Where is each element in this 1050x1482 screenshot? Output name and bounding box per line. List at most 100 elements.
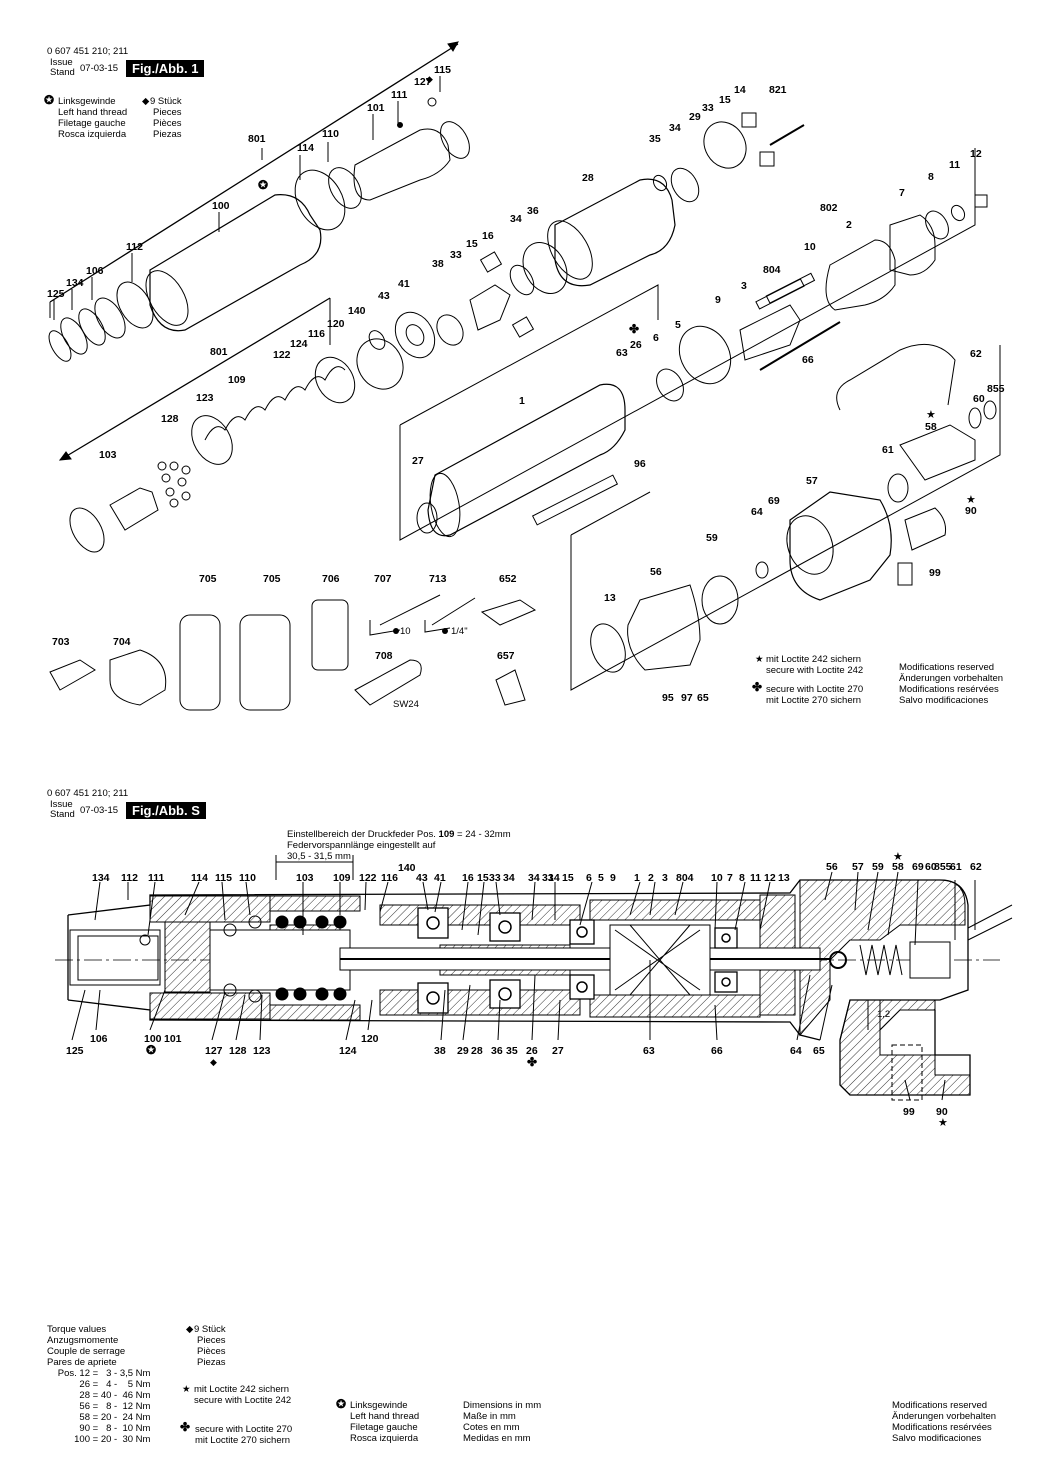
torque-value: = 8 - 12 Nm bbox=[90, 1401, 151, 1412]
part-label: 705 bbox=[199, 573, 217, 585]
loctite270-legend: ✤ secure with Loctite 270 mit Loctite 27… bbox=[180, 1420, 293, 1446]
part-label: 99 bbox=[903, 1106, 915, 1118]
left-thread-icon: ✪ bbox=[44, 93, 55, 107]
part-label: 110 bbox=[322, 128, 339, 140]
legend-text: Salvo modificaciones bbox=[899, 695, 989, 706]
part-label: 35 bbox=[506, 1045, 518, 1057]
part-label: 33 bbox=[702, 102, 714, 114]
torque-value: = 20 - 24 Nm bbox=[90, 1412, 151, 1423]
legend-text: secure with Loctite 242 bbox=[194, 1395, 292, 1406]
part-label: 60 bbox=[973, 393, 985, 405]
part-label: 125 bbox=[66, 1045, 84, 1057]
count-legend: ◆ 9 Stück Pieces Pièces Piezas bbox=[186, 1324, 226, 1368]
part-label: 106 bbox=[86, 265, 104, 277]
torque-pos: 28 bbox=[79, 1390, 90, 1401]
dimensions-note: Dimensions in mm Maße in mm Cotes en mm … bbox=[463, 1400, 541, 1444]
loctite270-legend: ✤ secure with Loctite 270 mit Loctite 27… bbox=[752, 681, 863, 706]
stand-label: Stand bbox=[50, 67, 75, 78]
diamond-icon: ◆ bbox=[186, 1324, 194, 1335]
part-label: 112 bbox=[121, 872, 138, 884]
torque-value: = 3 - 3,5 Nm bbox=[90, 1368, 151, 1379]
part-label: 57 bbox=[806, 475, 818, 487]
part-label: 110 bbox=[239, 872, 256, 884]
part-label: 26 bbox=[526, 1045, 538, 1057]
part-label: 14 bbox=[548, 872, 560, 884]
part-label: 26 bbox=[630, 339, 642, 351]
part-label: 62 bbox=[970, 861, 982, 873]
spring-note-text: 30,5 - 31,5 mm bbox=[287, 851, 351, 862]
part-number: 0 607 451 210; 211 bbox=[47, 788, 129, 799]
part-label: 120 bbox=[361, 1033, 379, 1045]
clover-icon: ✤ bbox=[180, 1420, 191, 1434]
star-icon: ★ bbox=[182, 1384, 191, 1395]
part-label: 101 bbox=[164, 1033, 182, 1045]
legend-text: Maße in mm bbox=[463, 1411, 516, 1422]
part-label: 134 bbox=[92, 872, 110, 884]
part-label: 10 bbox=[711, 872, 723, 884]
legend-text: Filetage gauche bbox=[350, 1422, 418, 1433]
legend-text: mit Loctite 242 sichern bbox=[766, 654, 862, 665]
part-label: 707 bbox=[374, 573, 392, 585]
part-label: 59 bbox=[872, 861, 884, 873]
part-label: 43 bbox=[416, 872, 428, 884]
legend-text: Pieces bbox=[197, 1335, 226, 1346]
dimension-value: 1,2 bbox=[877, 1009, 891, 1020]
part-label: 120 bbox=[327, 318, 345, 330]
legend-text: Left hand thread bbox=[58, 107, 128, 118]
part-label: 140 bbox=[398, 862, 416, 874]
legend-text: Rosca izquierda bbox=[350, 1433, 419, 1444]
part-label: 11 bbox=[949, 159, 961, 171]
part-label: 56 bbox=[650, 566, 662, 578]
part-label: 11 bbox=[750, 872, 762, 884]
part-label: 34 bbox=[528, 872, 540, 884]
part-label: 124 bbox=[339, 1045, 357, 1057]
part-label: 61 bbox=[882, 444, 894, 456]
part-label: 38 bbox=[434, 1045, 446, 1057]
part-label: 34 bbox=[503, 872, 515, 884]
legend-text: 9 Stück bbox=[194, 1324, 226, 1335]
part-label: 16 bbox=[462, 872, 474, 884]
part-label: 100 bbox=[144, 1033, 162, 1045]
part-label: 10 bbox=[804, 241, 816, 253]
part-label: 802 bbox=[820, 202, 838, 214]
part-label: 66 bbox=[711, 1045, 723, 1057]
spring-note-range: = 24 - 32mm bbox=[457, 829, 511, 840]
part-label: 56 bbox=[826, 861, 838, 873]
part-label: 62 bbox=[970, 348, 982, 360]
part-label: 69 bbox=[912, 861, 924, 873]
part-label: 15 bbox=[562, 872, 574, 884]
diamond-icon: ◆ bbox=[142, 96, 150, 107]
issue-date: 07-03-15 bbox=[80, 805, 119, 816]
part-label: 2 bbox=[846, 219, 852, 231]
part-label: 114 bbox=[297, 142, 314, 154]
legend-text: Rosca izquierda bbox=[58, 129, 127, 140]
part-label: 63 bbox=[643, 1045, 655, 1057]
torque-title: Torque values bbox=[47, 1324, 107, 1335]
part-label: 804 bbox=[676, 872, 694, 884]
issue-label: Issue bbox=[50, 799, 73, 810]
clover-icon: ✤ bbox=[629, 322, 640, 336]
part-label: 3 bbox=[741, 280, 747, 292]
left-thread-icon: ✪ bbox=[336, 1397, 347, 1411]
torque-pos: 26 bbox=[79, 1379, 90, 1390]
part-label: 12 bbox=[970, 148, 982, 160]
loctite242-legend: ★ mit Loctite 242 sichern secure with Lo… bbox=[755, 654, 863, 676]
part-label: 65 bbox=[697, 692, 709, 704]
part-label: 15 bbox=[719, 94, 731, 106]
part-label: 34 bbox=[669, 122, 681, 134]
torque-value: = 8 - 10 Nm bbox=[90, 1423, 151, 1434]
part-label: 705 bbox=[263, 573, 281, 585]
torque-row: 28 = 40 - 46 Nm bbox=[47, 1390, 150, 1401]
part-label: 15 bbox=[477, 872, 489, 884]
part-label: 855 bbox=[934, 861, 952, 873]
left-thread-legend: ✪ Linksgewinde Left hand thread Filetage… bbox=[44, 93, 128, 140]
star-icon: ★ bbox=[938, 1117, 948, 1129]
part-label: 57 bbox=[852, 861, 864, 873]
legend-text: Modifications reserved bbox=[892, 1400, 988, 1411]
part-label: 34 bbox=[510, 213, 522, 225]
legend-text: mit Loctite 242 sichern bbox=[194, 1384, 290, 1395]
diamond-icon: ◆ bbox=[210, 1057, 217, 1067]
part-label: 8 bbox=[928, 171, 934, 183]
figure-title: Fig./Abb. 1 bbox=[126, 60, 205, 77]
legend-text: secure with Loctite 270 bbox=[195, 1424, 293, 1435]
